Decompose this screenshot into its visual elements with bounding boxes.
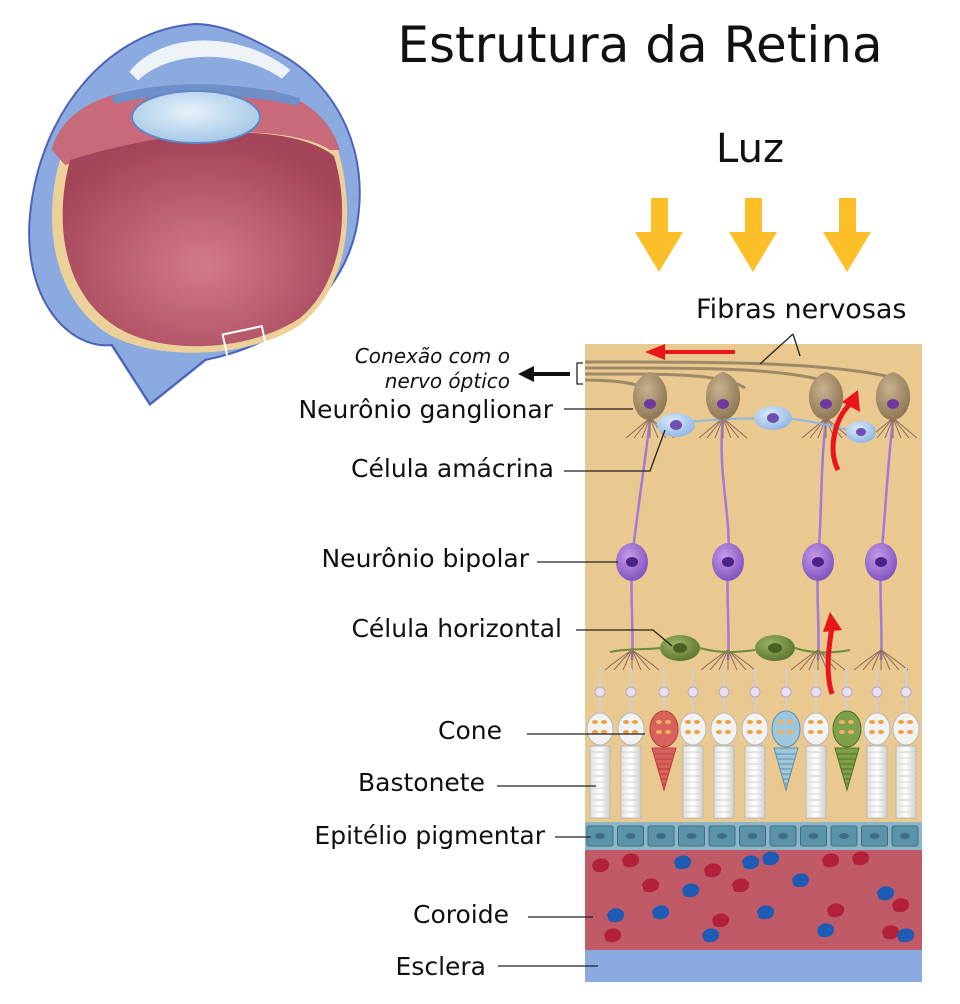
optic-nerve-arrow — [518, 366, 570, 382]
choroid-cell — [712, 913, 730, 928]
label-bipolar: Neurônio bipolar — [321, 544, 529, 573]
photoreceptors — [586, 668, 920, 819]
ganglion-cells — [632, 372, 911, 420]
cone-cell — [649, 710, 679, 748]
label-cone: Cone — [438, 716, 502, 745]
choroid-cell — [827, 903, 845, 918]
label-rod: Bastonete — [357, 768, 485, 797]
amacrine-cells — [654, 406, 876, 443]
choroid-cell — [652, 905, 670, 920]
horizontal-cells — [609, 635, 851, 661]
label-pigment: Epitélio pigmentar — [314, 821, 545, 850]
choroid-cell — [732, 878, 750, 893]
light-arrow-2 — [729, 198, 777, 272]
label-sclera: Esclera — [395, 952, 487, 981]
label-amacrine: Célula amácrina — [351, 454, 554, 483]
choroid-cell — [642, 878, 660, 893]
label-horizontal: Célula horizontal — [351, 614, 562, 643]
leader-lines — [497, 333, 801, 967]
rod-cell — [710, 712, 738, 746]
rod-cell — [679, 712, 707, 746]
bipolar-cells — [616, 543, 897, 581]
signal-arrow-head-1 — [842, 390, 860, 412]
nerve-fibers-label: Fibras nervosas — [696, 294, 907, 325]
eye-cornea — [126, 38, 294, 84]
choroid-cell — [762, 851, 780, 866]
signal-arrow-up-1 — [830, 402, 852, 472]
rod-cell — [617, 712, 645, 746]
rod-cell — [863, 712, 891, 746]
choroid-cell — [817, 923, 835, 938]
ganglion-cell — [808, 372, 844, 420]
rod-cell — [892, 712, 920, 746]
ganglion-cell — [875, 372, 911, 420]
light-arrow-3 — [823, 198, 871, 272]
rod-cell — [586, 712, 614, 746]
choroid-cell — [792, 873, 810, 888]
signal-arrow-head-2 — [823, 612, 842, 632]
ganglion-cell — [705, 372, 741, 420]
cone-cell — [771, 710, 801, 748]
eye-lens — [131, 90, 261, 144]
signal-arrow-up-2 — [825, 627, 835, 695]
optic-connection-line2: nervo óptico — [384, 369, 510, 393]
choroid-cell — [622, 853, 640, 868]
retina-panel — [584, 344, 922, 982]
pigment-epithelium-cells — [586, 825, 919, 847]
signal-arrow-fibers — [645, 344, 735, 360]
rod-cell — [741, 712, 769, 746]
ganglion-cell — [632, 372, 668, 420]
choroid-cell — [607, 908, 625, 923]
choroid-cell — [757, 905, 775, 920]
choroid-cell — [742, 855, 760, 870]
choroid-cell — [822, 853, 840, 868]
signal-arrows — [645, 344, 860, 695]
choroid-cells — [592, 851, 915, 943]
choroid-cell — [674, 855, 692, 870]
choroid-cell — [604, 928, 622, 943]
label-ganglion: Neurônio ganglionar — [298, 395, 553, 424]
magnified-area-box — [221, 325, 271, 371]
choroid-cell — [592, 858, 610, 873]
sclera-layer — [585, 950, 922, 982]
eye-vitreous — [62, 132, 343, 347]
choroid-cell — [877, 886, 895, 901]
eye-illustration — [28, 22, 361, 407]
choroid-cell — [704, 863, 722, 878]
light-arrows — [635, 198, 871, 272]
choroid-cell — [897, 928, 915, 943]
diagram-title: Estrutura da Retina — [397, 16, 883, 74]
choroid-cell — [682, 883, 700, 898]
choroid-cell — [702, 928, 720, 943]
rod-cell — [802, 712, 830, 746]
choroid-cell — [892, 898, 910, 913]
label-choroid: Coroide — [413, 900, 509, 929]
optic-connection-line1: Conexão com o — [354, 344, 510, 368]
choroid-cell — [882, 925, 900, 940]
light-label: Luz — [716, 126, 784, 172]
choroid-cell — [852, 851, 870, 866]
light-arrow-1 — [635, 198, 683, 272]
cone-cell — [832, 710, 862, 748]
